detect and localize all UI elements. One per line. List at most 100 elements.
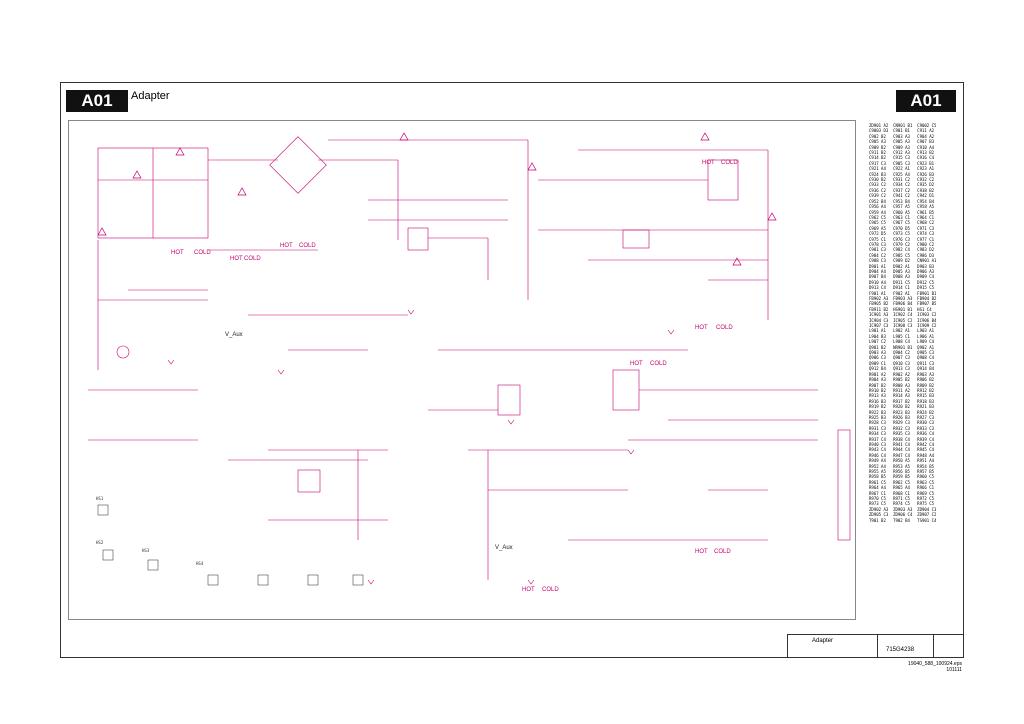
reference-list-row: Q912 B4 Q913 C3 Q914 B4 [869, 366, 935, 372]
warning-icon [732, 257, 742, 266]
transformer-t901 [707, 159, 739, 201]
reference-list-row: R946 C4 R947 C4 R948 A4 [869, 452, 935, 458]
reference-list-row: R967 C1 R968 C1 R969 C5 [869, 490, 935, 496]
hot-label: HOT [695, 325, 708, 331]
reference-list-row: C969 A5 C970 D5 C971 C3 [869, 225, 935, 231]
reference-list-row: D901 A1 D902 A1 D903 B3 [869, 263, 935, 269]
reference-list-row: R901 A2 R902 A2 R903 A3 [869, 371, 935, 377]
reference-list-row: C956 A4 C957 A5 C958 A5 [869, 204, 935, 210]
reference-list-row: R958 B5 R959 B5 R960 C5 [869, 474, 935, 480]
reference-list-row: ZD905 C3 ZD906 C4 ZD907 C2 [869, 512, 937, 518]
warning-icon [399, 132, 409, 141]
warning-icon [237, 187, 247, 196]
ic-llc [497, 384, 521, 416]
cold-label: COLD [542, 587, 559, 593]
reference-list-row: R934 C3 R935 C3 R936 C4 [869, 431, 935, 437]
heatsink-icon [102, 549, 114, 561]
ground-icon [527, 579, 535, 585]
reference-list-row: Q903 A3 Q904 C2 Q905 C3 [869, 350, 935, 356]
reference-list-row: F901 A1 F902 A1 FB901 B1 [869, 290, 937, 296]
reference-list-row: R952 A4 R953 A5 R954 B5 [869, 463, 935, 469]
cold-label: COLD [714, 549, 731, 555]
reference-list-row: C924 B3 C925 A4 C926 B3 [869, 171, 935, 177]
hot-label: HOT [522, 587, 535, 593]
reference-list-row: C933 C2 C934 C2 C935 D2 [869, 182, 935, 188]
heatsink-icon [207, 574, 219, 586]
ground-icon [167, 359, 175, 365]
heatsink-icon [97, 504, 109, 516]
bridge-rectifier [269, 136, 327, 194]
output-connector [837, 429, 851, 541]
reference-list-row: R943 C4 R944 C4 R945 C4 [869, 447, 935, 453]
reference-list-row: D904 A4 D905 A3 D906 A3 [869, 268, 935, 274]
warning-icon [527, 162, 537, 171]
schematic-drawing [88, 132, 851, 586]
reference-list-row: IC907 C3 IC908 C3 IC909 C2 [869, 323, 937, 329]
ground-icon [667, 329, 675, 335]
sheet-title: Adapter [131, 90, 170, 102]
reference-list-row: C952 B4 C953 B4 C954 B4 [869, 198, 935, 204]
reference-list-row: R937 C4 R938 C4 R939 C4 [869, 436, 935, 442]
reference-list-row: L904 B3 L905 C1 L906 A1 [869, 333, 935, 339]
warning-icon [767, 212, 777, 221]
reference-list-row: C905 A3 C905 A3 C907 B3 [869, 139, 935, 145]
reference-list-row: R907 B2 R908 A3 R909 B2 [869, 382, 935, 388]
hot-label: HOT [702, 160, 715, 166]
reference-list-row: C917 C3 C905 C3 C923 B1 [869, 160, 935, 166]
reference-list-row: ZD901 A2 CN901 B1 C9002 C5 [869, 123, 937, 128]
reference-list-row: C959 A4 C960 A5 C961 B5 [869, 209, 935, 215]
reference-list-row: R955 A5 R956 B5 R957 B5 [869, 469, 935, 474]
file-date: 101111 [946, 667, 962, 673]
ic-pfc [407, 227, 429, 251]
reference-list-row: C978 C3 C979 C2 C980 C2 [869, 241, 935, 247]
heatsink-label: HS4 [196, 561, 204, 566]
reference-list-row: R916 B3 R917 B2 R918 B3 [869, 398, 935, 404]
reference-list-row: R928 C3 R929 C3 R930 C3 [869, 420, 935, 426]
warning-icon [175, 147, 185, 156]
reference-list-row: FB905 B2 FB906 B4 FB907 B5 [869, 301, 937, 307]
ic-pwm [622, 229, 650, 249]
schematic-frame [68, 120, 856, 620]
cold-label: COLD [244, 256, 261, 262]
reference-list-row: R910 B2 R911 A2 R912 B2 [869, 387, 935, 393]
ground-icon [507, 419, 515, 425]
ground-symbols [167, 309, 675, 585]
v-aux-label: V_Aux [495, 545, 513, 551]
heatsink-label: HS2 [96, 540, 104, 545]
cold-label: COLD [194, 250, 211, 256]
warning-icon [97, 227, 107, 236]
reference-list-row: D913 C4 D914 C1 D915 C5 [869, 285, 935, 291]
transformer-t902 [612, 369, 640, 411]
reference-list-row: ZD902 A3 ZD903 A3 ZD904 C3 [869, 506, 937, 512]
heatsink-icon [307, 574, 319, 586]
reference-list-row: T901 B2 T902 B4 TS901 C4 [869, 517, 937, 523]
reference-list-row: C921 A4 C922 A1 C923 A1 [869, 166, 935, 172]
schematic-sheet [60, 82, 964, 658]
heatsink-icons [97, 504, 364, 586]
reference-list-row: R961 C5 R962 C5 R963 C5 [869, 479, 935, 485]
title-block-code: 715G4238 [886, 647, 915, 653]
reference-list-row: C9003 D3 C901 B1 C911 A2 [869, 128, 935, 134]
reference-list-row: C988 C3 C989 D2 CN901 A1 [869, 258, 937, 264]
warning-icons [97, 132, 777, 266]
ground-icon [627, 449, 635, 455]
heatsink-icon [352, 574, 364, 586]
reference-list-row: C965 C5 C967 C5 C968 C2 [869, 220, 935, 226]
title-block: Adapter 715G4238 [787, 634, 964, 658]
ground-icon [407, 309, 415, 315]
reference-list-row: C909 B2 C909 A3 C910 A4 [869, 144, 935, 150]
reference-list-row: FB902 A3 FB903 A3 FB904 B2 [869, 296, 937, 301]
hot-label: HOT [230, 256, 243, 262]
reference-list-row: Q909 C1 Q910 C3 Q911 C3 [869, 360, 935, 366]
reference-list-row: C930 B2 C931 C2 C932 C2 [869, 177, 935, 183]
reference-list-row: R973 C5 R974 C5 R975 C5 [869, 501, 935, 507]
reference-list-row: IC901 A3 IC902 C4 IC903 C2 [869, 312, 937, 318]
reference-list-row: C936 C2 C937 C2 C938 B2 [869, 187, 935, 193]
cold-label: COLD [721, 160, 738, 166]
heatsink-label: HS1 [96, 496, 104, 501]
heatsink-label: HS3 [142, 548, 150, 553]
heatsink-icon [257, 574, 269, 586]
hot-label: HOT [280, 243, 293, 249]
heatsink-icon [147, 559, 159, 571]
reference-list-row: C962 C5 C963 C1 C964 C1 [869, 214, 935, 220]
